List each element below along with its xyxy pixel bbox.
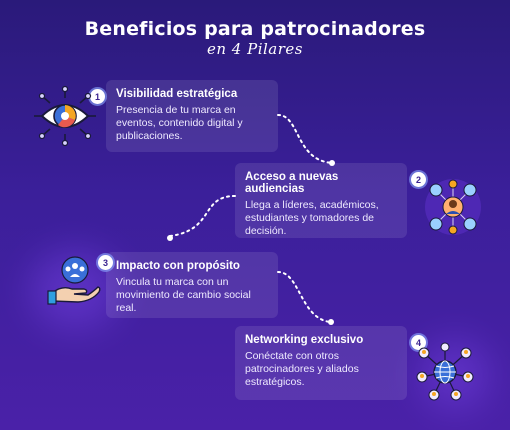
pillar-description: Vincula tu marca con un movimiento de ca… [116, 276, 251, 314]
pillar-title: Networking exclusivo [245, 334, 364, 346]
pillar-title: Visibilidad estratégica [116, 88, 238, 100]
pillar-title: Impacto con propósito [116, 260, 240, 272]
hand-community-icon [47, 256, 101, 305]
pillar-card-2: Acceso a nuevas audiencias Llega a líder… [235, 163, 407, 238]
globe-network-icon [416, 342, 474, 401]
audience-network-icon [425, 179, 481, 235]
page-subtitle: en 4 Pilares [207, 40, 303, 58]
pillar-card-3: Impacto con propósito Vincula tu marca c… [106, 252, 278, 318]
page-title: Beneficios para patrocinadores [84, 18, 426, 40]
pillar-title: Acceso a nuevas audiencias [245, 171, 339, 195]
eye-icon [34, 85, 96, 147]
pillar-card-4: Networking exclusivo Conéctate con otros… [235, 326, 407, 400]
pillar-number-badge: 4 [411, 335, 426, 350]
pillar-number-badge: 3 [98, 255, 113, 270]
pillar-description: Llega a líderes, académicos, estudiantes… [245, 199, 379, 237]
pillar-number-badge: 1 [90, 89, 105, 104]
pillar-card-1: Visibilidad estratégica Presencia de tu … [106, 80, 278, 152]
pillar-number-badge: 2 [411, 172, 426, 187]
pillar-description: Presencia de tu marca en eventos, conten… [116, 104, 243, 142]
pillar-description: Conéctate con otros patrocinadores y ali… [245, 350, 359, 388]
